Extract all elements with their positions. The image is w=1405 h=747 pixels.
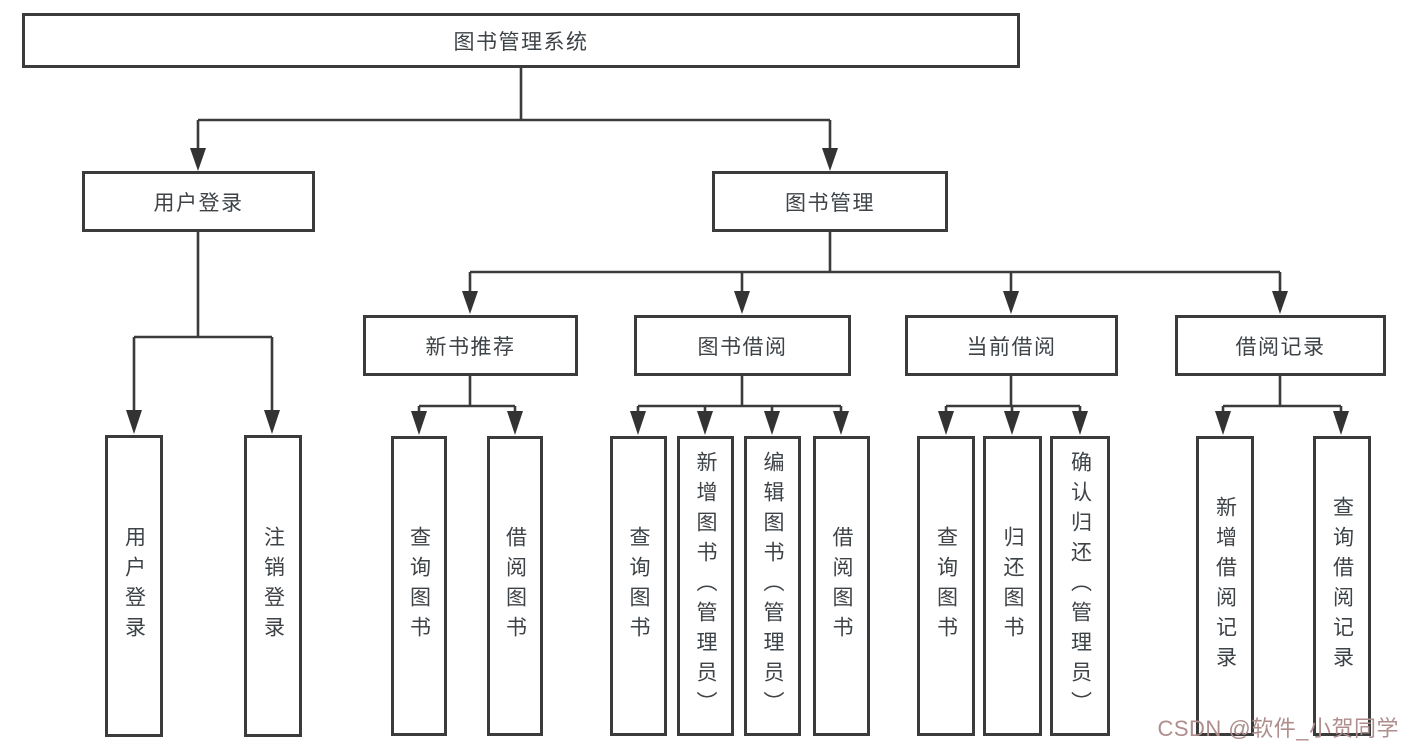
connector-new-book-recommend [411,376,523,435]
leaf-logout: 注销登录 [244,435,302,737]
leaf-confirm-return-admin: 确认归还（管理员） [1050,436,1110,736]
arrowhead [764,411,780,435]
arrowhead [1215,411,1231,435]
node-label: 新增借阅记录 [1213,496,1237,676]
leaf-user-login: 用户登录 [105,435,163,737]
node-label: 注销登录 [261,526,285,646]
node-label: 当前借阅 [966,335,1057,359]
node-current-borrow: 当前借阅 [905,315,1118,376]
node-label: 查询图书 [934,526,958,646]
leaf-query-borrow-record: 查询借阅记录 [1313,436,1371,736]
node-label: 图书管理系统 [453,30,589,54]
connector-user-login [126,232,280,434]
arrowhead [462,291,478,314]
node-label: 编辑图书（管理员） [761,451,784,721]
node-label: 借阅图书 [830,526,853,646]
leaf-borrow-books-recommend: 借阅图书 [487,436,543,736]
leaf-borrow-books: 借阅图书 [813,436,870,736]
node-label: 查询图书 [627,526,650,646]
arrowhead [411,411,427,435]
node-borrow-records: 借阅记录 [1175,315,1386,376]
node-label: 图书借阅 [697,335,788,359]
node-label: 确认归还（管理员） [1068,451,1092,721]
node-label: 用户登录 [153,191,244,215]
node-label: 查询借阅记录 [1330,496,1354,676]
node-book-management: 图书管理 [712,171,948,232]
node-label: 借阅记录 [1235,335,1326,359]
arrowhead [734,291,750,314]
connector-borrow-records [1215,376,1349,435]
connector-current-borrow [938,376,1088,435]
arrowhead [833,411,849,435]
arrowhead [507,411,523,435]
arrowhead [938,411,954,435]
arrowhead [630,411,646,435]
leaf-add-book-admin: 新增图书（管理员） [677,436,734,736]
arrowhead [264,410,280,434]
connector-root [190,68,838,171]
arrowhead [1272,291,1288,314]
arrowhead [697,411,713,435]
arrowhead [1072,411,1088,435]
arrowhead [822,148,838,171]
node-label: 用户登录 [122,526,146,646]
node-label: 查询图书 [407,526,431,646]
arrowhead [1004,411,1020,435]
leaf-query-books-current: 查询图书 [917,436,975,736]
connector-book-management [462,232,1288,314]
node-system-root: 图书管理系统 [22,13,1020,68]
node-new-book-recommend: 新书推荐 [363,315,578,376]
leaf-edit-book-admin: 编辑图书（管理员） [744,436,801,736]
arrowhead [190,148,206,171]
arrowhead [1333,411,1349,435]
leaf-query-books-recommend: 查询图书 [391,436,447,736]
node-label: 借阅图书 [503,526,527,646]
arrowhead [1003,291,1019,314]
node-label: 新增图书（管理员） [694,451,717,721]
leaf-return-books: 归还图书 [983,436,1042,736]
watermark: CSDN @软件_小贺同学 [1157,716,1399,741]
node-book-borrow: 图书借阅 [634,315,851,376]
node-label: 图书管理 [785,191,875,215]
arrowhead [126,410,142,434]
node-label: 新书推荐 [425,335,516,359]
leaf-add-borrow-record: 新增借阅记录 [1196,436,1254,736]
leaf-query-books-borrow: 查询图书 [610,436,667,736]
node-label: 归还图书 [1001,526,1024,646]
node-user-login: 用户登录 [82,171,315,232]
connector-book-borrow [630,376,849,435]
